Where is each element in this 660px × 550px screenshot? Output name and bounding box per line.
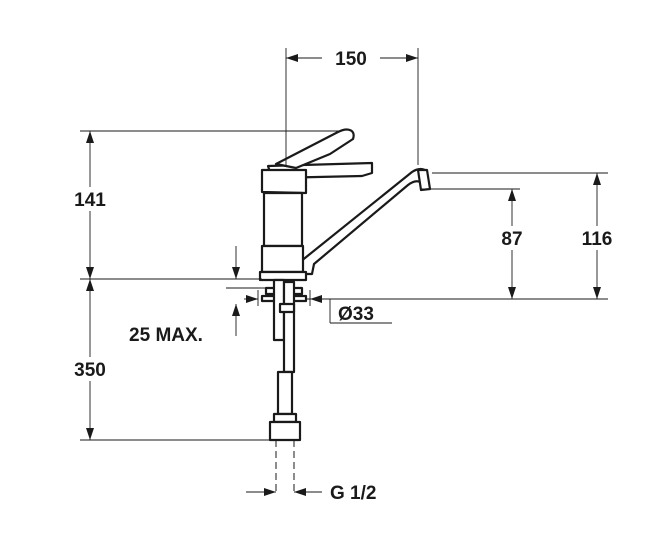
dim-deck-thickness: 25 MAX. bbox=[129, 246, 266, 346]
dim-thread: G 1/2 bbox=[246, 483, 376, 504]
spout bbox=[294, 167, 431, 276]
dim-spout-reach: 150 bbox=[285, 46, 419, 165]
lever-handle-raised bbox=[274, 128, 355, 170]
dim-hose-length: 350 bbox=[58, 279, 282, 441]
dim-spout-heights: 87 116 bbox=[306, 172, 624, 300]
dim-label-141: 141 bbox=[74, 190, 106, 211]
supply-tube-upper bbox=[282, 280, 296, 374]
supply-hose bbox=[276, 370, 294, 416]
hose-ferrule bbox=[272, 412, 298, 424]
body-cap bbox=[260, 168, 308, 195]
dim-deck-hole: Ø33 bbox=[244, 290, 392, 325]
dim-label-87: 87 bbox=[501, 229, 522, 250]
dim-label-thread: G 1/2 bbox=[330, 483, 376, 504]
mounting-hardware bbox=[260, 278, 308, 495]
dim-label-350: 350 bbox=[74, 360, 106, 381]
spout-tip bbox=[416, 168, 432, 192]
dim-label-150: 150 bbox=[335, 49, 367, 70]
dim-overall-height: 141 bbox=[62, 130, 340, 280]
body-lower bbox=[260, 244, 305, 274]
dim-label-116: 116 bbox=[582, 229, 613, 250]
faucet-outline bbox=[258, 128, 432, 282]
dim-label-diameter: Ø33 bbox=[338, 304, 374, 325]
hose-nut bbox=[268, 420, 302, 442]
dim-label-25max: 25 MAX. bbox=[129, 325, 203, 346]
nut bbox=[278, 302, 296, 314]
base-ring bbox=[258, 270, 308, 282]
body-cylinder bbox=[262, 191, 304, 248]
